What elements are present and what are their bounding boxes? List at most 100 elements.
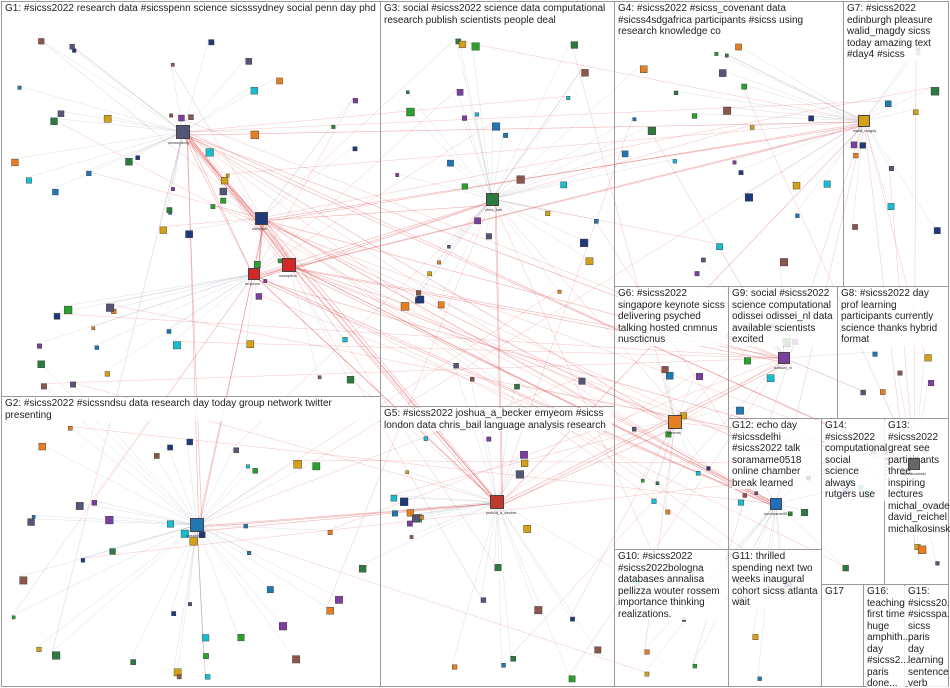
node-sicsspenn[interactable] [282,258,296,272]
edge [196,524,293,656]
filler-node [68,426,73,431]
group-g11: G11: thrilled spending next two weeks in… [728,549,822,687]
edge [196,524,327,608]
edge [496,451,521,503]
filler-node [293,460,302,469]
edge [182,39,209,133]
edge [104,115,184,133]
edge [852,120,865,225]
filler-node [718,69,727,77]
filler-node [757,676,762,681]
filler-node [220,177,229,185]
edge [491,117,633,200]
node-michalkosinski[interactable] [908,458,920,470]
filler-node [11,158,19,167]
node-joshua-a-becker[interactable] [490,495,504,509]
filler-node [390,494,398,502]
edge [196,524,336,597]
filler-node [57,110,65,117]
edge [437,198,493,261]
node-walid-magdy[interactable] [858,115,870,127]
filler-node [40,383,47,390]
filler-node [741,83,748,90]
node-emyeom[interactable] [248,268,260,280]
filler-node [808,115,815,122]
edge [288,264,402,303]
edge [427,198,493,272]
edge [196,524,328,531]
edge [182,131,279,260]
node-sicsssydney[interactable] [176,125,190,139]
edge [196,524,203,635]
edge [196,468,253,526]
edge [714,52,865,122]
filler-node [37,360,45,368]
edge [183,135,918,465]
edge [294,125,865,268]
edge [50,117,184,133]
edge [494,501,498,565]
edge [496,459,522,503]
node-chris-bail[interactable] [486,193,499,206]
edge [390,421,676,496]
filler-node [103,115,112,123]
filler-node [644,649,650,655]
group-g4: G4: #sicss2022 #sicss_covenant data #sic… [614,1,844,287]
edge [500,363,787,507]
edge [447,159,493,200]
edge [491,181,561,200]
edge [406,501,498,510]
filler-node [859,142,866,149]
node-cnmnus[interactable] [668,415,682,429]
node-odissei-nl[interactable] [778,352,790,364]
edge [491,150,623,200]
edge [570,421,676,618]
edge [674,90,865,122]
node-label-emyeom: emyeom [245,281,261,286]
filler-node [167,520,175,528]
edge [294,199,497,270]
edge [220,197,262,219]
filler-node [752,634,759,640]
edge [863,120,889,204]
filler-node [352,98,358,104]
edge [159,131,184,227]
filler-node [185,230,193,238]
edge [260,125,332,219]
node-soramame0518[interactable] [770,498,782,510]
edge [405,470,498,503]
edge [183,135,256,280]
filler-node [53,313,61,320]
filler-node [406,107,415,117]
filler-node [503,132,509,138]
edge [863,120,890,167]
edge [412,501,498,516]
edge [111,273,255,310]
filler-node [419,515,424,520]
edge [264,219,504,508]
edge [196,524,248,552]
group-g12-label: G12: echo day #sicssdelhi #sicss2022 tal… [732,420,822,489]
filler-node [38,38,45,45]
edge [167,444,198,526]
filler-node [17,85,22,90]
filler-node [644,671,650,677]
node-sicssndsu[interactable] [190,518,204,532]
edge [741,83,915,465]
node-label-odissei-nl: odissei_nl [774,365,792,370]
edge [471,42,493,200]
edge [491,125,751,200]
filler-node [247,551,252,556]
edge [409,501,498,536]
edge [461,115,493,200]
edge [692,113,865,122]
filler-node [706,466,711,471]
filler-node [640,478,645,483]
edge [205,148,290,266]
filler-node [225,173,230,178]
filler-node [409,535,414,539]
group-g14: G14: #sicss2022 computational social sci… [821,418,887,585]
node-chrisbail[interactable] [255,212,268,225]
node-label-sicsspenn: sicsspenn [279,273,297,278]
edge [36,524,198,648]
